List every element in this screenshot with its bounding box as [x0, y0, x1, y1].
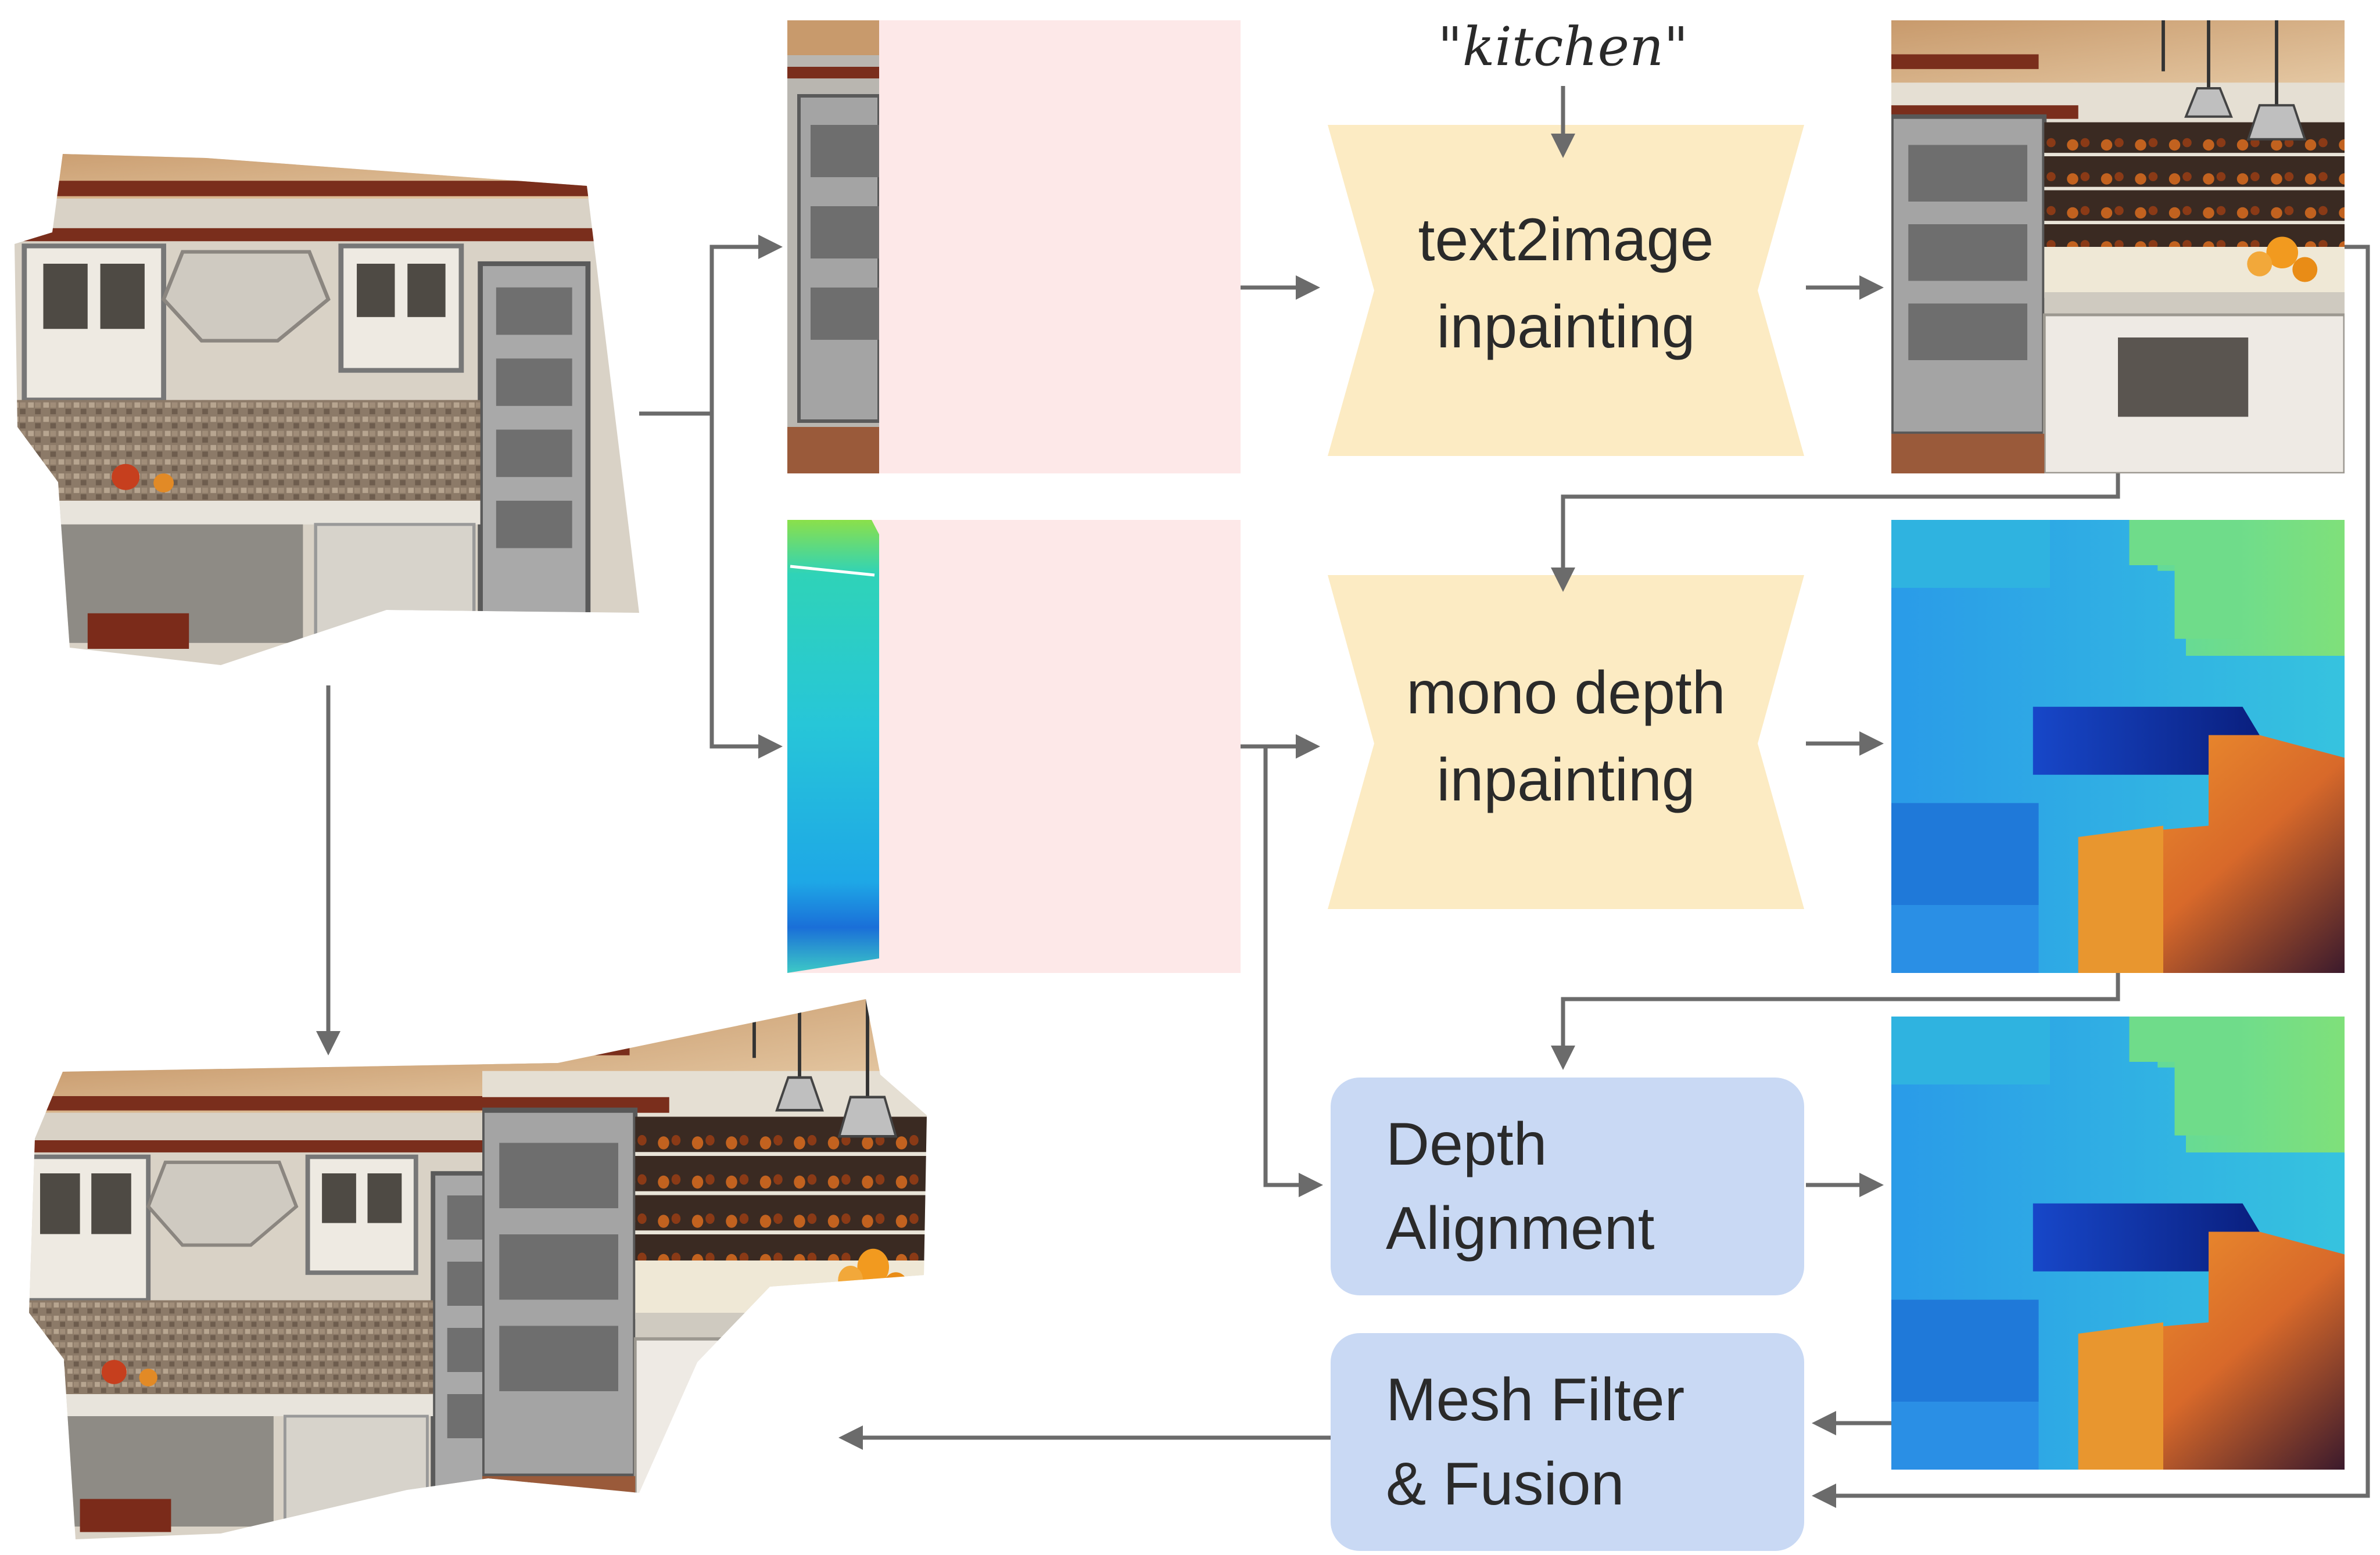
arrow-depth-to-align: [1263, 746, 1323, 1197]
arrow-gen-to-depth: [1551, 473, 2120, 592]
mesh-filter-label-line1: Mesh Filter: [1386, 1366, 1684, 1434]
rgb-rendered-strip: [787, 20, 879, 473]
arrow-pred-to-align: [1551, 973, 2120, 1070]
depth-alignment-label-line1: Depth: [1386, 1111, 1547, 1178]
generated-rgb-image: [1891, 20, 2345, 473]
arrow-mesh-to-depth: [709, 414, 783, 759]
predicted-depth-image: [1891, 520, 2345, 973]
text2image-label-line2: inpainting: [1436, 293, 1695, 361]
fused-mesh-image: [12, 999, 935, 1549]
mono-depth-label-line2: inpainting: [1436, 746, 1695, 814]
mesh-filter-fusion-block: Mesh Filter & Fusion: [1331, 1333, 1804, 1551]
depth-alignment-block: Depth Alignment: [1331, 1078, 1804, 1295]
mesh-filter-label-line2: & Fusion: [1386, 1450, 1624, 1518]
mono-depth-inpainting-block: mono depth inpainting: [1328, 575, 1804, 909]
text2image-label-line1: text2image: [1418, 206, 1714, 274]
rendered-depth-image: [787, 520, 1241, 973]
text2image-inpainting-block: text2image inpainting: [1328, 125, 1804, 456]
depth-alignment-label-line2: Alignment: [1386, 1195, 1655, 1262]
arrow-gen-to-filter: [1812, 245, 2370, 1508]
aligned-depth-image: [1891, 1017, 2345, 1470]
rendered-rgb-image: [787, 20, 1241, 473]
arrow-mesh-to-rgb: [639, 235, 783, 416]
arrows: [316, 86, 2370, 1508]
depth-rendered-strip: [787, 520, 879, 973]
input-mesh-image: [12, 145, 645, 667]
mono-depth-label-line1: mono depth: [1406, 659, 1725, 727]
text-prompt: "kitchen": [1438, 16, 1688, 78]
